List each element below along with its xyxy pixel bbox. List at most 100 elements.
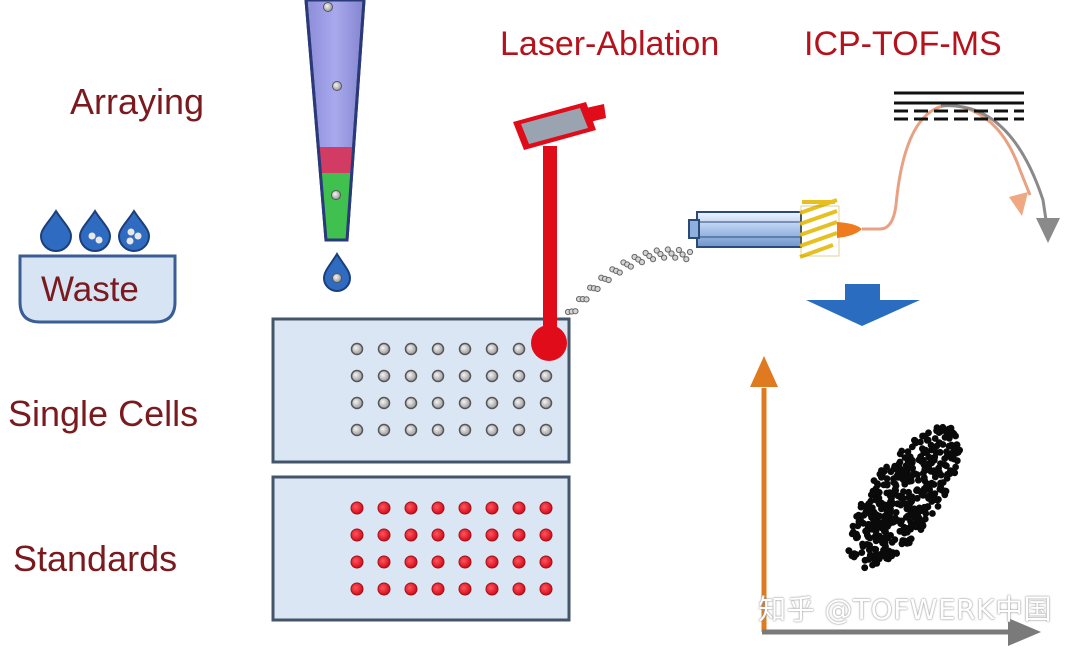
standard-well xyxy=(512,528,526,542)
scatter-point xyxy=(925,494,932,502)
droplet-icon xyxy=(322,252,352,292)
scatter-point xyxy=(908,443,916,451)
scatter-point xyxy=(913,516,921,523)
scatter-point xyxy=(849,522,857,530)
scatter-point xyxy=(920,469,927,477)
scatter-cloud xyxy=(845,423,963,572)
cell-well xyxy=(458,423,472,437)
standard-well xyxy=(404,555,418,569)
scatter-point xyxy=(869,487,877,495)
scatter-point xyxy=(892,509,900,516)
single-cells-plate xyxy=(271,317,571,464)
scatter-point xyxy=(921,486,929,494)
scatter-point xyxy=(883,463,890,471)
scatter-point xyxy=(934,503,942,510)
aerosol-particle xyxy=(638,259,646,266)
aerosol-particle xyxy=(583,296,590,303)
scatter-point xyxy=(924,436,932,444)
scatter-point xyxy=(887,532,894,539)
scatter-point xyxy=(937,460,944,467)
cell-well xyxy=(512,342,526,356)
scatter-point xyxy=(935,496,942,503)
scatter-point xyxy=(939,479,947,486)
cell-well xyxy=(539,423,553,437)
laser-ablation-label: Laser-Ablation xyxy=(500,25,720,63)
gray-arrowhead xyxy=(1036,218,1060,243)
icp-torch xyxy=(688,198,862,259)
scatter-point xyxy=(915,456,923,464)
scatter-point xyxy=(884,523,891,530)
scatter-point xyxy=(913,494,921,502)
scatter-point xyxy=(871,545,878,553)
aerosol-particle xyxy=(653,247,660,254)
scatter-point xyxy=(908,493,916,501)
cell-well xyxy=(485,396,499,410)
scatter-point xyxy=(902,466,910,473)
scatter-point xyxy=(896,464,904,472)
scatter-point xyxy=(898,540,906,548)
aerosol-particle xyxy=(572,308,579,315)
pipette-tip xyxy=(304,0,366,242)
standard-well xyxy=(377,501,391,515)
cell-well xyxy=(404,423,418,437)
aerosol-particle xyxy=(668,250,675,257)
scatter-point xyxy=(900,488,907,496)
standards-plate xyxy=(271,475,571,622)
scatter-point xyxy=(883,475,891,483)
cell-well xyxy=(377,423,391,437)
scatter-point xyxy=(939,441,947,448)
aerosol-particle xyxy=(661,254,668,261)
scatter-point xyxy=(845,547,853,555)
scatter-point xyxy=(928,479,936,487)
cell-well xyxy=(485,423,499,437)
standard-well xyxy=(485,528,499,542)
ion-path xyxy=(862,103,1060,243)
cell-well xyxy=(404,342,418,356)
scatter-point xyxy=(852,534,860,542)
cell-well xyxy=(485,369,499,383)
scatter-point xyxy=(887,498,894,505)
scatter-point xyxy=(913,486,921,494)
aerosol-particle xyxy=(616,269,623,276)
scatter-point xyxy=(925,429,932,437)
scatter-point xyxy=(953,457,961,465)
scatter-point xyxy=(877,550,885,558)
scatter-point xyxy=(904,458,912,466)
scatter-point xyxy=(883,481,891,489)
scatter-point xyxy=(954,448,962,456)
scatter-point xyxy=(894,500,901,508)
standard-well xyxy=(539,528,553,542)
aerosol-particle xyxy=(683,256,690,263)
scatter-point xyxy=(920,432,928,440)
cell-well xyxy=(350,423,364,437)
standard-well xyxy=(404,582,418,596)
scatter-point xyxy=(893,549,900,557)
scatter-point xyxy=(859,540,866,548)
cell-well xyxy=(350,396,364,410)
standard-well xyxy=(458,555,472,569)
arraying-label: Arraying xyxy=(70,81,205,122)
standard-well xyxy=(458,582,472,596)
cell-well xyxy=(539,369,553,383)
aerosol-particle xyxy=(627,263,634,270)
laser-head xyxy=(513,102,606,361)
cell-well xyxy=(485,342,499,356)
waste-droplets xyxy=(39,209,151,252)
scatter-point xyxy=(894,470,902,477)
aerosol-particle xyxy=(664,246,671,253)
standard-well xyxy=(512,555,526,569)
scatter-point xyxy=(872,524,879,532)
aerosol-particle xyxy=(675,246,683,254)
scatter-point xyxy=(857,500,865,508)
scatter-point xyxy=(898,447,906,455)
cell-well xyxy=(431,396,445,410)
scatter-point xyxy=(854,522,862,530)
orange-arrowhead xyxy=(1009,192,1028,216)
standard-well xyxy=(431,582,445,596)
aerosol-particle xyxy=(605,276,612,284)
cell-well xyxy=(458,342,472,356)
scatter-point xyxy=(926,454,934,461)
standard-well xyxy=(485,582,499,596)
scatter-point xyxy=(904,448,912,456)
scatter-point xyxy=(867,511,874,518)
